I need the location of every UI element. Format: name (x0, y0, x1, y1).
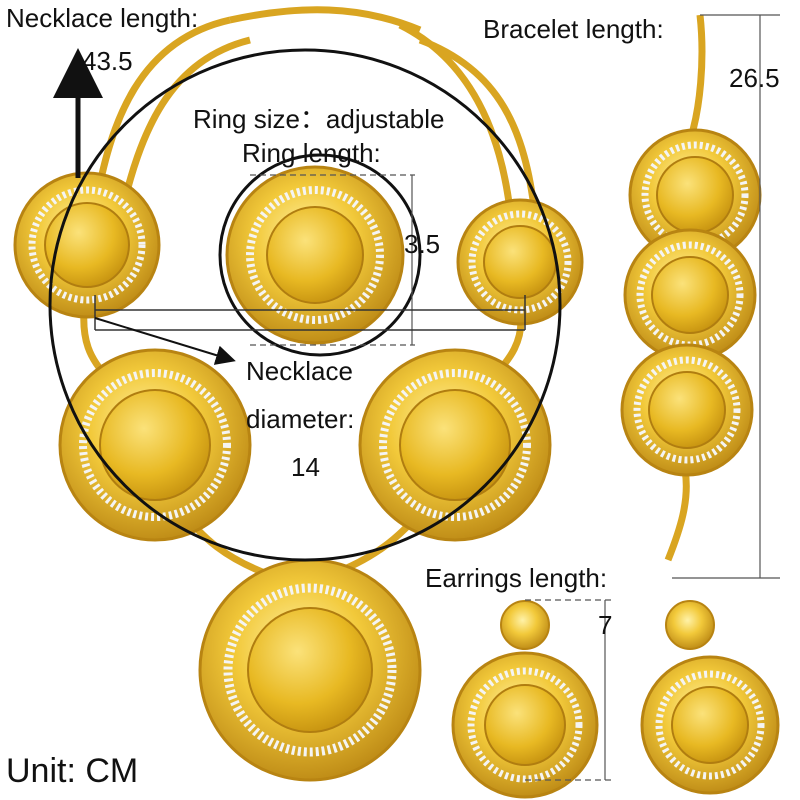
necklace-pendant (198, 558, 422, 782)
bracelet-length-value: 26.5 (729, 63, 780, 93)
bracelet-length-title: Bracelet length: (483, 14, 664, 44)
earring-right (640, 600, 780, 795)
earrings-length-guides (525, 599, 615, 781)
necklace-length-value: 43.5 (82, 46, 133, 76)
bracelet-medallion-bottom (620, 343, 754, 477)
unit-label: Unit: CM (6, 752, 139, 790)
ring-size-label: Ring size：adjustable (193, 104, 445, 134)
necklace-length-title: Necklace length: (6, 3, 199, 33)
earring-left (451, 600, 599, 799)
necklace-medallion-left (13, 171, 161, 319)
ring-length-title: Ring length: (242, 138, 381, 168)
earrings-length-value: 7 (598, 610, 613, 640)
necklace-diameter-guides (94, 295, 526, 331)
necklace-diameter-circle (48, 48, 562, 562)
necklace-diameter-title-line1: Necklace (246, 356, 353, 386)
bracelet-length-guides (672, 14, 780, 579)
ring-length-value: 3.5 (404, 229, 441, 259)
necklace-diameter-pointer (94, 317, 236, 365)
ring-length-guides (250, 174, 415, 346)
ring (218, 153, 422, 357)
necklace-medallion-mid-left (58, 348, 252, 542)
necklace-diameter-value: 14 (291, 452, 320, 482)
bracelet-medallion-middle (623, 228, 757, 362)
necklace-medallion-right (456, 198, 584, 326)
necklace-medallion-mid-right (358, 348, 552, 542)
necklace-diameter-title-line2: diameter: (246, 404, 355, 434)
bracelet-medallion-top (628, 128, 762, 262)
earrings-length-title: Earrings length: (425, 563, 608, 593)
